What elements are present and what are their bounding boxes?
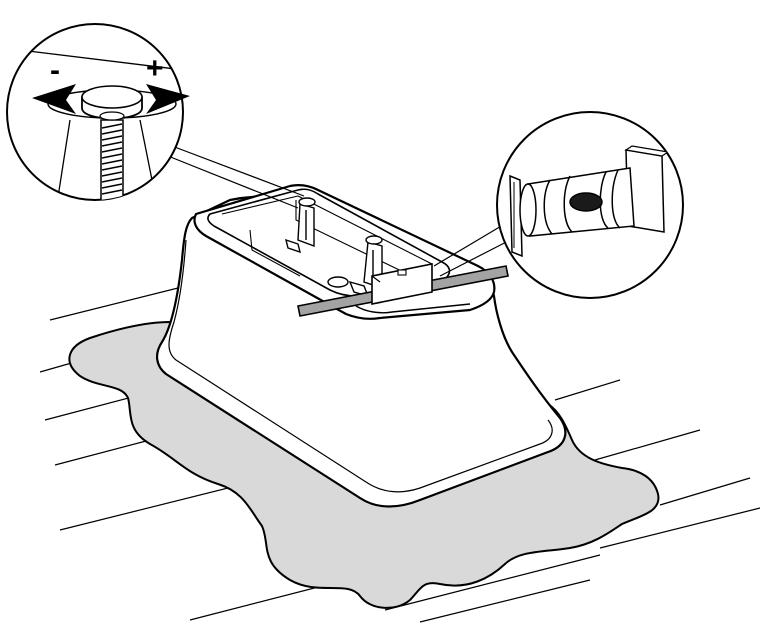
roof-line: [599, 507, 761, 549]
detail-callout-left: - +: [6, 23, 190, 201]
detail-callout-right: [496, 111, 684, 299]
adjustment-post-back: [285, 197, 316, 254]
housing-inner-outline: [168, 239, 553, 493]
cavity-wall: [249, 229, 301, 277]
leader-line-left: [171, 145, 305, 197]
cross-strap: [297, 263, 509, 317]
roof-line: [44, 394, 141, 421]
screw-thread: [101, 123, 123, 195]
roof-line: [384, 554, 601, 611]
roof-line: [419, 579, 591, 623]
strap-clip: [397, 269, 407, 276]
roof-lines: [39, 287, 761, 623]
pin-plate-left: [509, 174, 523, 258]
roof-line: [594, 429, 701, 461]
housing-front-lip: [355, 303, 471, 314]
roof-line: [659, 477, 751, 506]
pin-slot: [569, 192, 603, 212]
arrow-right-icon: [146, 84, 190, 114]
minus-label: -: [50, 54, 60, 87]
roof-line: [554, 379, 621, 401]
drain-hole: [327, 276, 349, 288]
plus-label: +: [146, 52, 164, 85]
cavity-wall: [221, 195, 433, 265]
leader-line-right: [433, 221, 509, 267]
arrow-left-icon: [32, 84, 76, 114]
roof-line: [49, 287, 179, 321]
roof-line: [54, 439, 151, 466]
strap-bracket: [371, 263, 433, 305]
leader-line-left: [167, 155, 299, 209]
